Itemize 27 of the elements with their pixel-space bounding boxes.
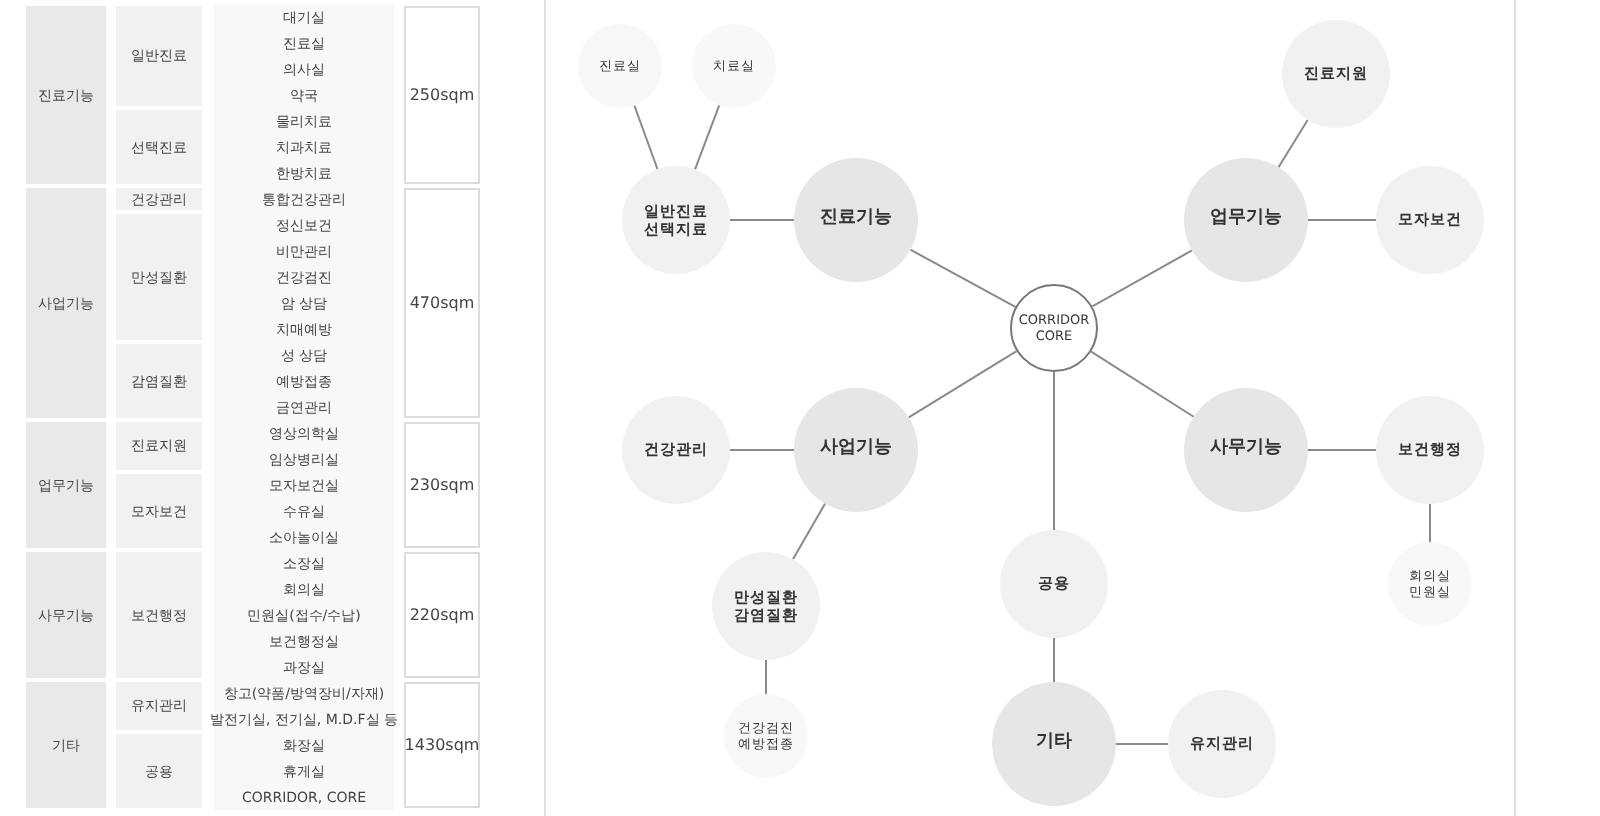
connector-line [1429, 503, 1431, 543]
bubble-node: 업무기능 [1184, 158, 1308, 282]
area-cell: 470sqm [404, 188, 480, 418]
area-cell: 220sqm [404, 552, 480, 678]
connector-line [1091, 249, 1193, 308]
area-cell: 230sqm [404, 422, 480, 548]
connector-line [694, 104, 721, 171]
connector-line [729, 449, 795, 451]
connector-line [1115, 743, 1169, 745]
connector-line [1053, 637, 1055, 683]
connector-line [907, 350, 1018, 419]
connector-line [729, 219, 795, 221]
connector-line [1307, 449, 1377, 451]
connector-line [1277, 118, 1309, 169]
connector-line [633, 104, 659, 171]
connector-line [765, 659, 767, 695]
connector-line [1090, 350, 1195, 418]
connector-line [1053, 371, 1055, 531]
area-cell: 1430sqm [404, 682, 480, 808]
bubble-node: 진료기능 [794, 158, 918, 282]
bubble-node: 사업기능 [794, 388, 918, 512]
connector-line [1307, 219, 1377, 221]
connector-line [909, 248, 1017, 308]
connector-line [792, 502, 826, 561]
bubble-node: 기타 [992, 682, 1116, 806]
area-cell: 250sqm [404, 6, 480, 184]
bubble-node: 사무기능 [1184, 388, 1308, 512]
